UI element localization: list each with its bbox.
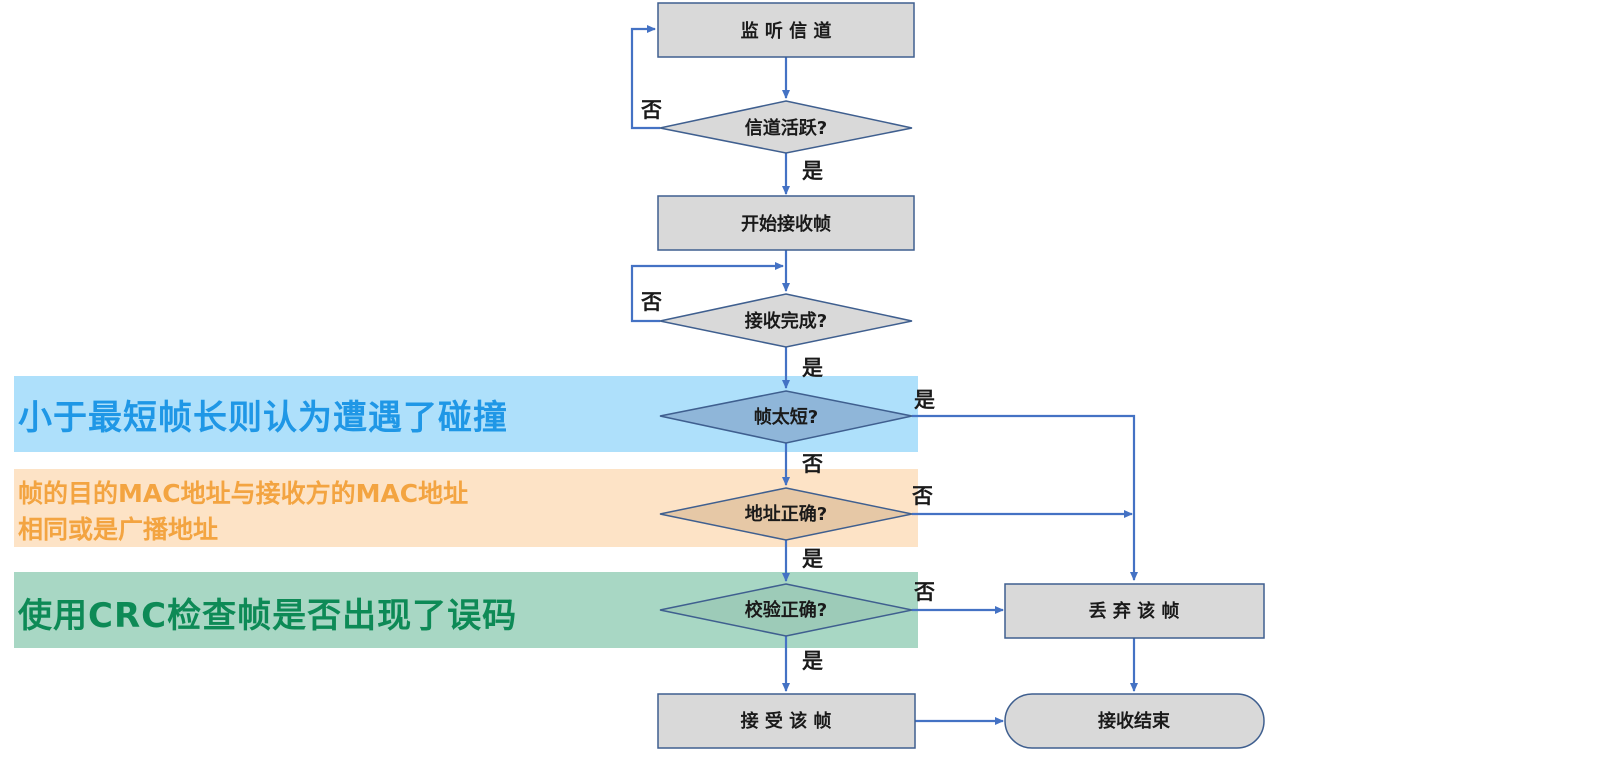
node-receive-done-diamond <box>659 293 913 348</box>
node-discard-box <box>1004 583 1265 639</box>
node-channel-active-diamond <box>659 100 913 154</box>
mac-note-line2: 相同或是广播地址 <box>18 515 219 544</box>
node-start-receive-label: 开始接收帧 <box>741 213 831 235</box>
mac-note: 帧的目的MAC地址与接收方的MAC地址 相同或是广播地址 <box>18 476 468 548</box>
node-address-ok-diamond <box>659 487 913 541</box>
node-listen-label: 监 听 信 道 <box>741 20 832 42</box>
connectors <box>630 25 1138 725</box>
node-frame-too-short-diamond <box>659 390 913 444</box>
edge-label-yes-2: 是 <box>802 356 823 380</box>
edge-short-yes <box>912 414 1138 581</box>
edge-label-yes-1: 是 <box>802 159 823 183</box>
node-channel-active-label: 信道活跃? <box>745 117 827 139</box>
collision-note: 小于最短帧长则认为遭遇了碰撞 <box>18 398 508 438</box>
node-discard-label: 丢 弃 该 帧 <box>1089 600 1180 622</box>
edge-label-no-3: 否 <box>802 452 823 476</box>
edge-label-yes-4: 是 <box>802 547 823 571</box>
edge-label-no-5: 否 <box>914 580 935 604</box>
node-accept-box <box>657 693 916 749</box>
node-end-label: 接收结束 <box>1098 710 1171 732</box>
crc-note: 使用CRC检查帧是否出现了误码 <box>18 596 518 636</box>
mac-note-line1: 帧的目的MAC地址与接收方的MAC地址 <box>18 479 469 508</box>
node-listen-box <box>657 2 915 58</box>
edge-active-no-loop <box>630 25 660 130</box>
node-checksum-ok-diamond <box>659 583 913 637</box>
node-accept-label: 接 受 该 帧 <box>741 710 832 732</box>
node-checksum-ok-label: 校验正确? <box>745 599 827 621</box>
edge-done-no-loop <box>630 262 784 323</box>
edge-label-no-1: 否 <box>641 98 662 122</box>
node-address-ok-label: 地址正确? <box>745 503 827 525</box>
edge-label-no-2: 否 <box>641 290 662 314</box>
node-receive-done-label: 接收完成? <box>745 310 827 332</box>
node-frame-too-short-label: 帧太短? <box>754 406 818 428</box>
edge-label-yes-5: 是 <box>802 649 823 673</box>
edge-label-yes-3: 是 <box>914 388 935 412</box>
edge-label-no-4: 否 <box>912 484 933 508</box>
node-start-receive-box <box>657 195 915 251</box>
node-end-terminator <box>1004 693 1265 749</box>
